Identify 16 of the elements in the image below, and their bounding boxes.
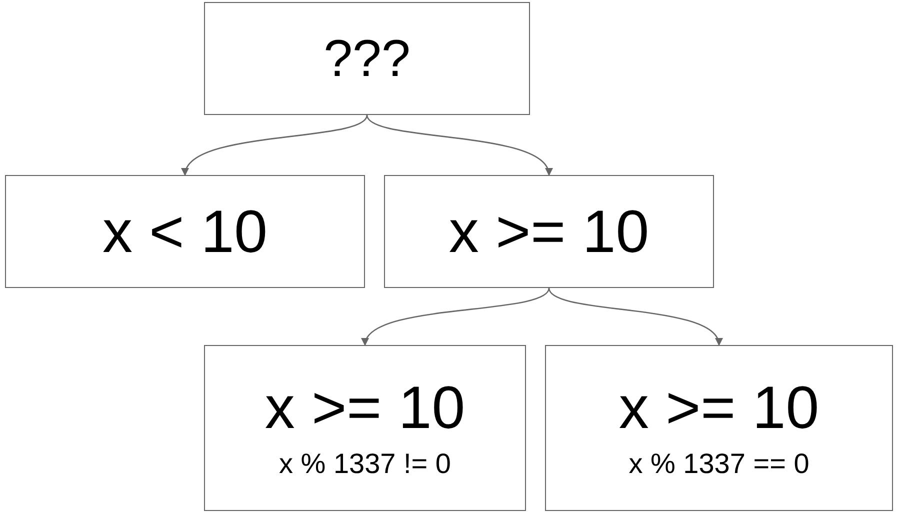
arrow — [184, 114, 368, 176]
condition-box — [384, 175, 714, 288]
condition-text: ??? — [324, 32, 410, 84]
sub-condition-text: x % 1337 == 0 — [628, 450, 810, 478]
condition-text: x >= 10 — [618, 378, 820, 438]
condition-box — [204, 345, 526, 511]
sub-condition-text: x % 1337 != 0 — [278, 450, 451, 478]
arrow — [366, 114, 550, 176]
condition-box — [5, 175, 365, 288]
condition-box — [204, 2, 530, 115]
arrow — [364, 288, 550, 346]
arrow — [548, 288, 720, 346]
condition-box — [545, 345, 893, 511]
condition-text: x >= 10 — [264, 378, 466, 438]
condition-text: x >= 10 — [448, 202, 650, 262]
condition-text: x < 10 — [102, 202, 268, 262]
